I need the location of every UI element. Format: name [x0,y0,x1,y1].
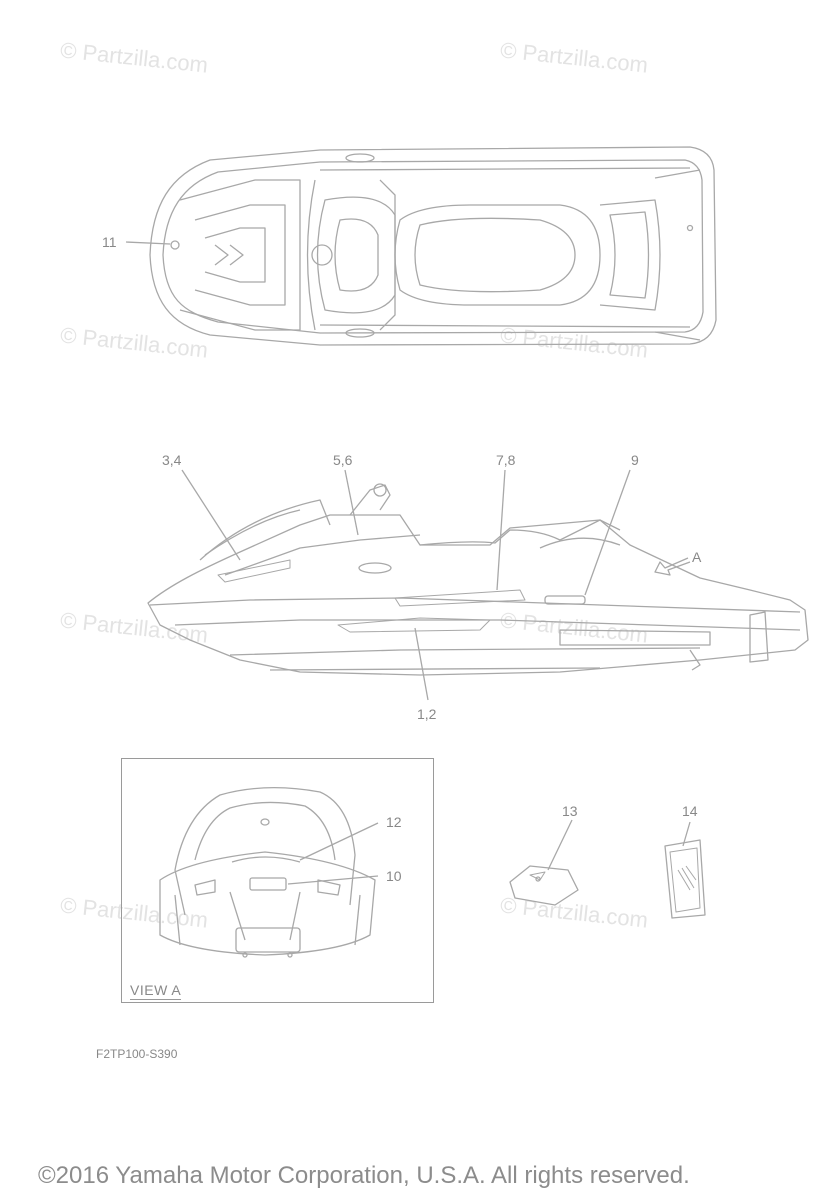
callout-10: 10 [386,868,402,884]
callout-14: 14 [682,803,698,819]
top-view-hull [149,146,717,346]
view-a-frame [121,758,434,1003]
callout-13: 13 [562,803,578,819]
rear-view [159,787,376,958]
callout-5-6: 5,6 [333,452,353,468]
callout-7-8: 7,8 [496,452,516,468]
side-view-hull [147,483,809,676]
callout-view-a-arrow: A [692,549,702,565]
diagram-code: F2TP100-S390 [96,1047,178,1061]
copyright-notice: ©2016 Yamaha Motor Corporation, U.S.A. A… [38,1162,690,1189]
callout-12: 12 [386,814,402,830]
callout-11: 11 [102,234,117,250]
callout-9: 9 [631,452,639,468]
callout-1-2: 1,2 [417,706,437,722]
view-a-label: VIEW A [130,982,182,1000]
part-13-decal [509,865,579,906]
part-14-card [664,839,706,919]
callout-3-4: 3,4 [162,452,182,468]
